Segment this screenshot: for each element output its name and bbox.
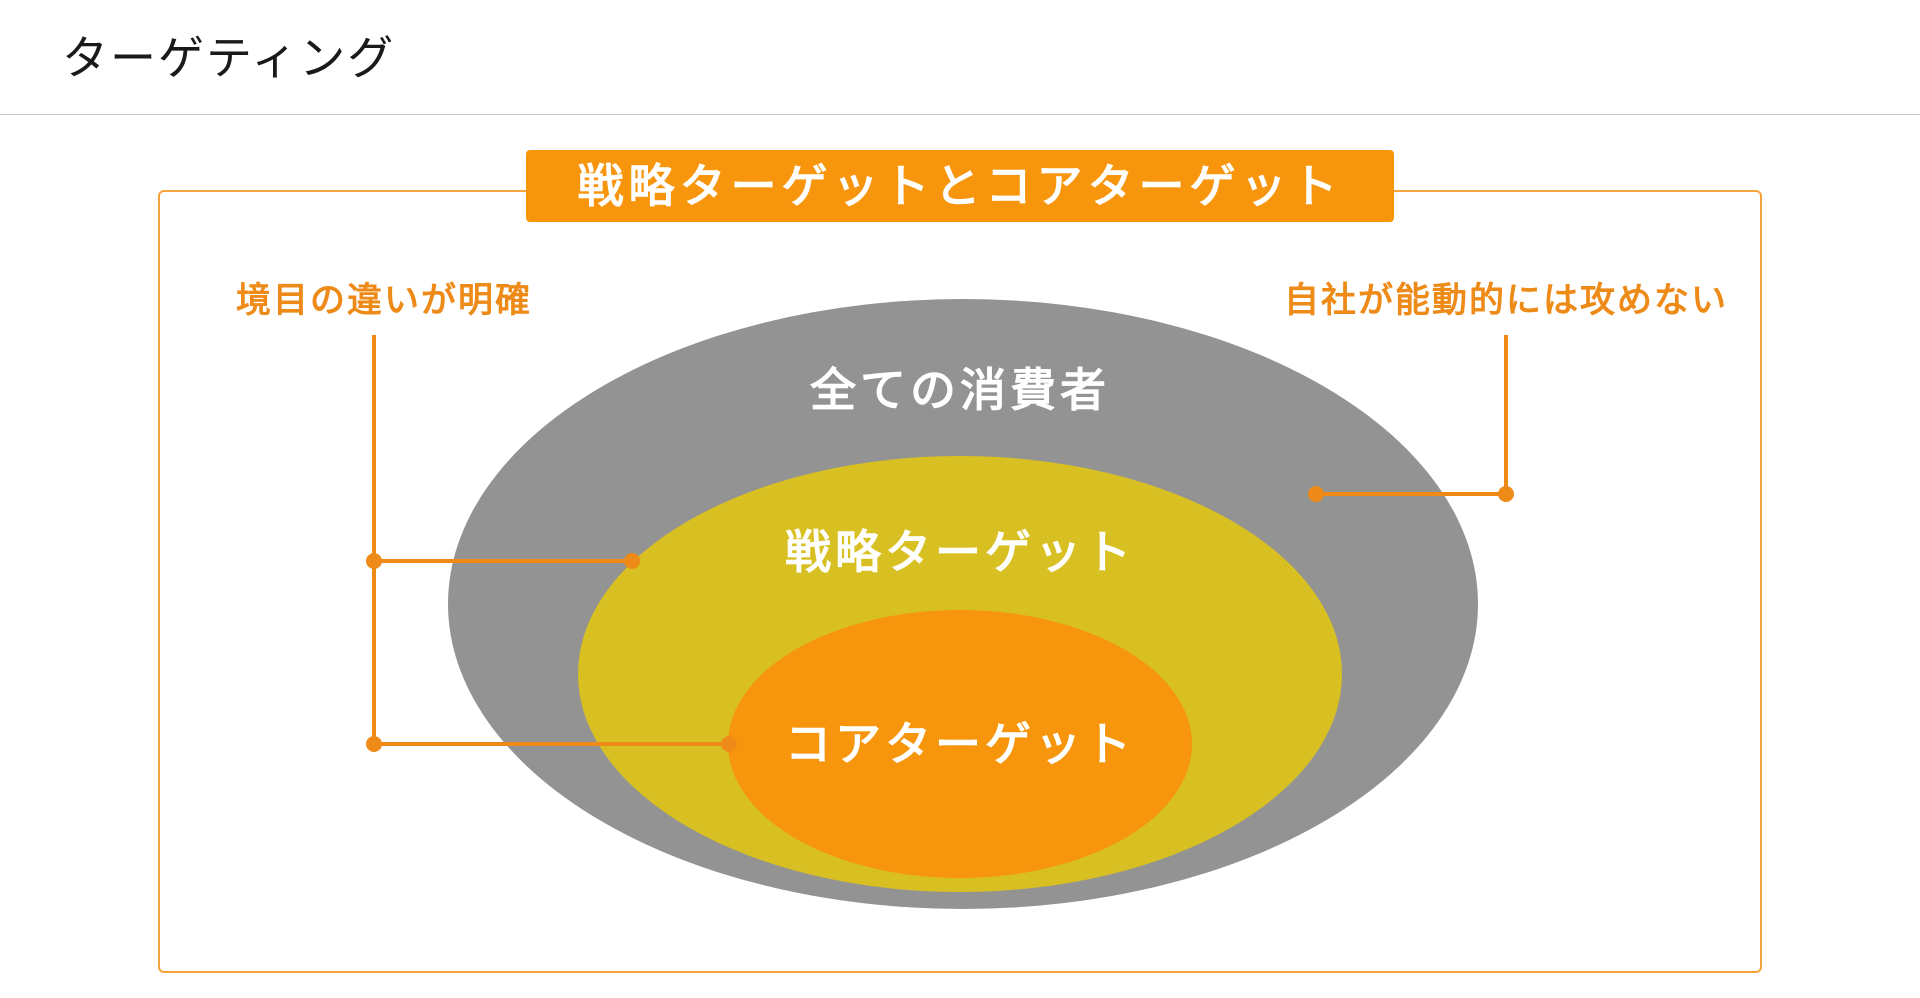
right-callout-label: 自社が能動的には攻めない [1284, 281, 1728, 321]
core-target-label: コアターゲット [785, 717, 1135, 771]
left-callout-connector [372, 335, 729, 746]
right-callout-dots [1308, 486, 1514, 502]
core-target-ellipse [728, 610, 1192, 878]
page-header: ターゲティング [0, 0, 1920, 115]
page-title: ターゲティング [62, 31, 396, 85]
frame-title-banner: 戦略ターゲットとコアターゲット [526, 150, 1394, 222]
left-callout-label: 境目の違いが明確 [236, 281, 532, 321]
right-callout-connector [1316, 335, 1508, 496]
strategic-target-label: 戦略ターゲット [785, 525, 1135, 579]
left-callout-dots [366, 553, 737, 752]
all-consumers-label: 全ての消費者 [809, 363, 1110, 417]
